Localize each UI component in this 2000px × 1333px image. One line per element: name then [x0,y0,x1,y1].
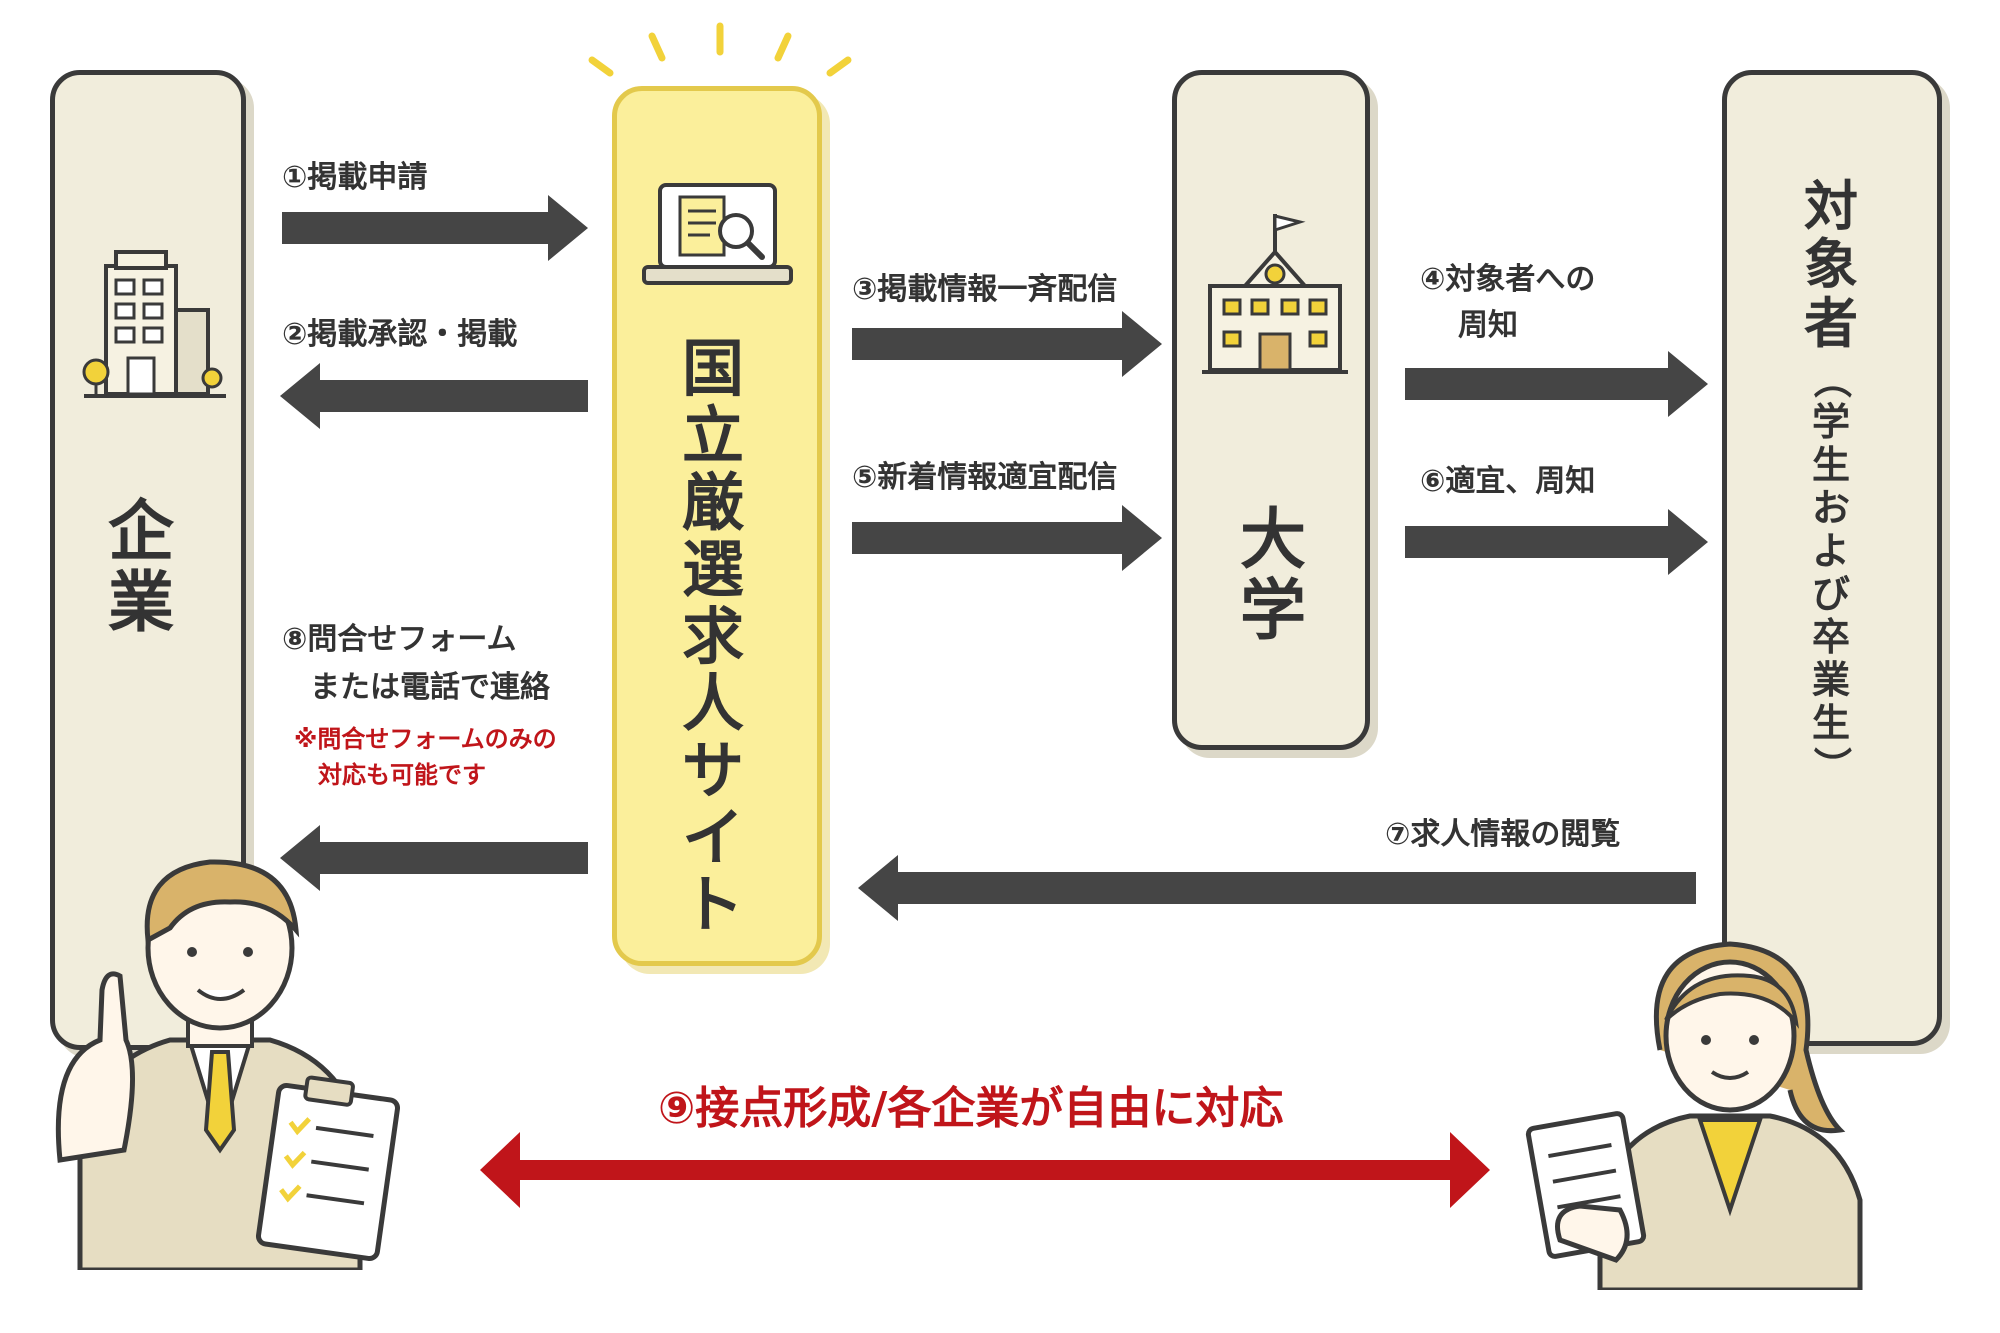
target-box [1722,70,1942,1046]
building-icon [82,250,226,398]
businesswoman-illustration [1525,941,1863,1290]
step-7-label: ⑦求人情報の閲覧 [1385,817,1621,852]
step-2-label: ②掲載承認・掲載 [282,317,518,352]
school-building-icon [1202,214,1348,374]
company-label: 企業 [108,493,174,642]
step-3-label: ③掲載情報一斉配信 [852,272,1118,307]
arrow-step-4 [1405,351,1708,417]
arrow-step-3 [852,311,1162,377]
company-box [50,70,246,1050]
highlight-rays-icon [588,22,852,77]
site-label: 国立厳選求人サイト [682,332,745,941]
target-sub-label: （学生および卒業生） [1809,360,1854,785]
university-label: 大学 [1240,501,1306,650]
step-4-label-line2: 周知 [1458,308,1518,343]
university-box [1172,70,1370,750]
arrow-step-5 [852,505,1162,571]
businessman-illustration [55,859,401,1270]
step-8-label-line2: または電話で連絡 [310,670,550,705]
step-6-label: ⑥適宜、周知 [1420,464,1596,499]
step-1-label: ①掲載申請 [282,160,428,195]
laptop-search-icon [642,183,793,285]
arrow-step-9 [480,1132,1490,1208]
step-8-label-line1: ⑧問合せフォーム [282,622,517,657]
step-9-label: ⑨接点形成/各企業が自由に対応 [658,1083,1284,1134]
arrow-step-7 [858,855,1696,921]
step-8-note-line2: 対応も可能です [318,761,486,789]
step-4-label-line1: ④対象者への [1420,262,1596,297]
arrow-step-6 [1405,509,1708,575]
step-8-note-line1: ※問合せフォームのみの [294,725,557,753]
arrow-step-1 [282,195,588,261]
target-label: 対象者 [1804,175,1858,355]
arrow-step-2 [280,363,588,429]
step-5-label: ⑤新着情報適宜配信 [852,460,1118,495]
arrow-step-8 [280,825,588,891]
